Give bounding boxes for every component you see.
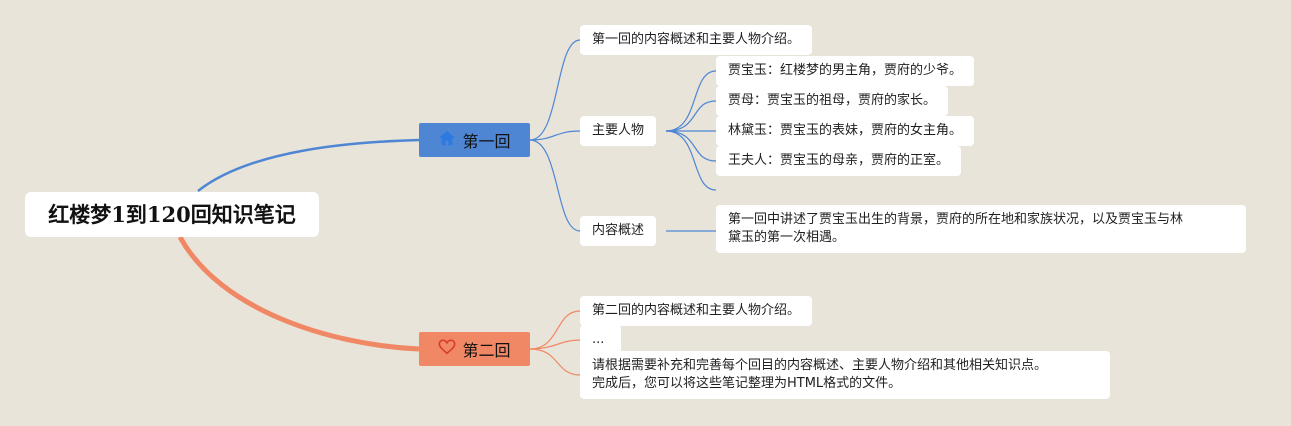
- chapter-2-ellipsis[interactable]: ...: [580, 325, 621, 355]
- overview-line-1: 第一回中讲述了贾宝玉出生的背景，贾府的所在地和家族状况，以及贾宝玉与林: [728, 212, 1184, 227]
- chapter-1-overview-text[interactable]: 第一回中讲述了贾宝玉出生的背景，贾府的所在地和家族状况，以及贾宝玉与林 黛玉的第…: [716, 205, 1246, 253]
- chapter-1-characters-topic[interactable]: 主要人物: [580, 116, 657, 146]
- branch-chapter-2[interactable]: 第二回: [419, 332, 530, 366]
- note-line-2: 完成后，您可以将这些笔记整理为HTML格式的文件。: [592, 376, 902, 391]
- branch-chapter-1[interactable]: 第一回: [419, 123, 530, 157]
- root-topic[interactable]: 红楼梦1到120回知识笔记: [25, 192, 319, 237]
- chapter-1-overview-topic[interactable]: 内容概述: [580, 216, 657, 246]
- chapter-1-summary-intro[interactable]: 第一回的内容概述和主要人物介绍。: [580, 25, 813, 55]
- character-lin-daiyu[interactable]: 林黛玉：贾宝玉的表妹，贾府的女主角。: [716, 116, 975, 146]
- branch-label: 第一回: [462, 132, 511, 151]
- character-wang-furen[interactable]: 王夫人：贾宝玉的母亲，贾府的正室。: [716, 146, 962, 176]
- character-jia-mu[interactable]: 贾母：贾宝玉的祖母，贾府的家长。: [716, 86, 949, 116]
- note-line-1: 请根据需要补充和完善每个回目的内容概述、主要人物介绍和其他相关知识点。: [592, 358, 1048, 373]
- chapter-2-summary-intro[interactable]: 第二回的内容概述和主要人物介绍。: [580, 296, 813, 326]
- character-jia-baoyu[interactable]: 贾宝玉：红楼梦的男主角，贾府的少爷。: [716, 56, 975, 86]
- branch-label: 第二回: [462, 341, 511, 360]
- overview-line-2: 黛玉的第一次相遇。: [728, 230, 846, 245]
- chapter-2-note[interactable]: 请根据需要补充和完善每个回目的内容概述、主要人物介绍和其他相关知识点。 完成后，…: [580, 351, 1110, 399]
- heart-icon: [438, 338, 456, 360]
- home-icon: [438, 129, 456, 151]
